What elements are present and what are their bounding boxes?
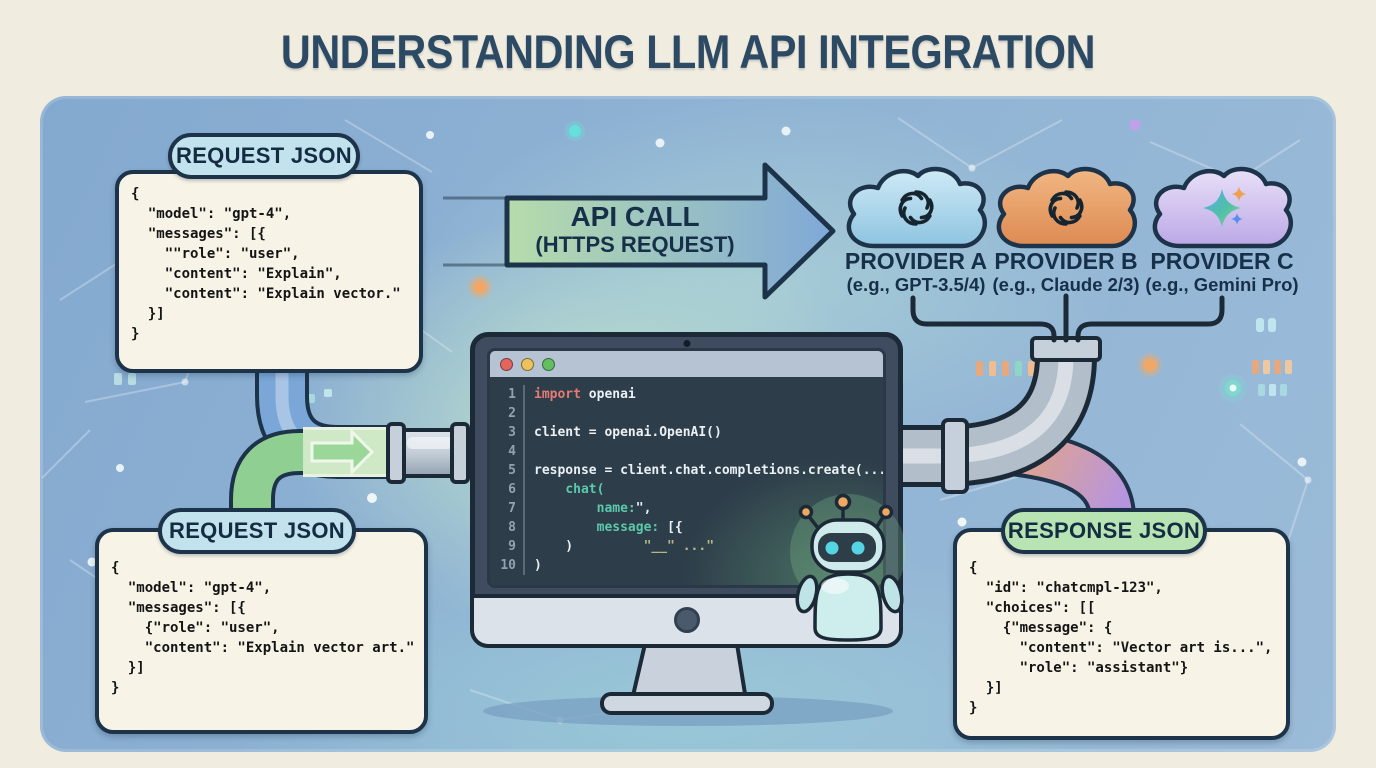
request-json-bottom-box: { "model": "gpt-4", "messages": [{ {"rol… [95,528,428,734]
code-line: 8 message: [{ [490,518,883,537]
ai-robot-icon [790,493,906,642]
provider-a-name: PROVIDER A [844,248,988,274]
provider-c-example: (e.g., Gemini Pro) [1145,274,1299,295]
api-call-label: API CALL [570,201,700,232]
provider-cloud-b [996,166,1138,249]
provider-a-example: (e.g., GPT-3.5/4) [846,274,986,295]
code-line: 9 ) "__" ..." [490,537,883,556]
code-line: 7 name:", [490,499,883,518]
code-line: 10) [490,556,883,575]
code-line: 2 [490,404,883,423]
request-json-bottom-code: { "model": "gpt-4", "messages": [{ {"rol… [111,560,415,696]
request-json-bottom-label: REQUEST JSON [158,508,356,554]
maximize-dot-icon [542,357,555,371]
editor-titlebar [490,351,883,377]
provider-c-name: PROVIDER C [1150,248,1294,274]
provider-pipe-flanges [941,336,1102,494]
openai-knot-icon [898,190,934,226]
https-request-label: (HTTPS REQUEST) [535,232,735,257]
openai-knot-icon [1048,190,1084,226]
gemini-sparkle-icon [1203,186,1247,227]
provider-cloud-c [1152,166,1294,249]
provider-b-name: PROVIDER B [994,248,1138,274]
page-title: UNDERSTANDING LLM API INTEGRATION [280,25,1096,78]
request-json-top-box: { "model": "gpt-4", "messages": [{ ""rol… [115,170,423,373]
monitor-stand [483,642,893,726]
flow-arrow-icon [310,428,375,476]
response-json-code: { "id": "chatcmpl-123", "choices": [[ {"… [969,560,1273,716]
pixel-dash-decor [114,318,1292,403]
request-json-top-code: { "model": "gpt-4", "messages": [{ ""rol… [131,186,401,342]
code-line: 4 [490,442,883,461]
close-dot-icon [500,357,513,371]
api-call-arrow [443,162,836,300]
provider-b-example: (e.g., Claude 2/3) [992,274,1140,295]
green-request-pipe [229,429,340,514]
provider-bracket [910,293,1225,343]
response-json-box: { "id": "chatcmpl-123", "choices": [[ {"… [953,528,1290,740]
left-pipe-connector [386,422,470,484]
monitor-logo-dot [673,607,700,633]
request-json-top-label: REQUEST JSON [168,133,360,179]
code-line: 6 chat( [490,480,883,499]
merged-flow-channel [303,427,392,477]
response-json-label: RESPONSE JSON [1001,508,1207,554]
monitor-camera-dot [683,340,690,347]
minimize-dot-icon [521,357,534,371]
provider-cloud-a [846,166,988,249]
